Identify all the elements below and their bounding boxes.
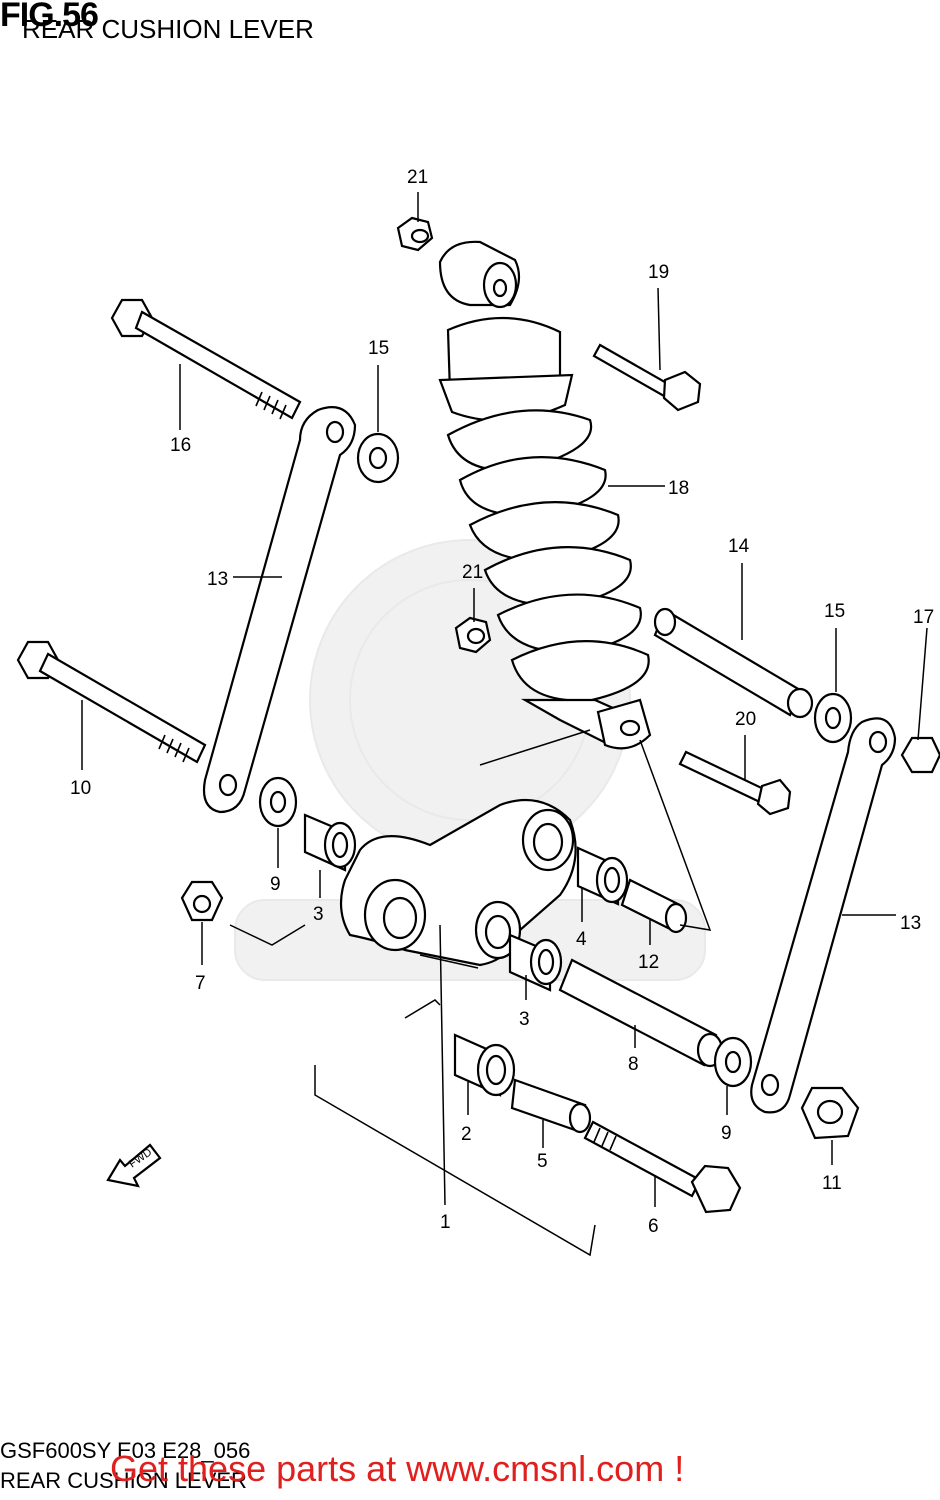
- callout-15: 15: [824, 601, 845, 622]
- nut-7: [180, 880, 224, 922]
- callout-7: 7: [195, 973, 206, 994]
- callout-15: 15: [368, 338, 389, 359]
- callout-12: 12: [638, 952, 659, 973]
- link-rod-13-right: [750, 717, 897, 1114]
- cushion-lever: [339, 798, 577, 967]
- bolt-19: [592, 343, 702, 412]
- washer-15-right: [813, 692, 853, 744]
- callout-20: 20: [735, 709, 756, 730]
- nut-11: [800, 1086, 860, 1140]
- washer-9-left: [258, 776, 298, 828]
- callout-10: 10: [70, 778, 91, 799]
- collar-14: [653, 607, 814, 719]
- callout-9: 9: [721, 1123, 732, 1144]
- callout-16: 16: [170, 435, 191, 456]
- washer-9-right: [713, 1036, 753, 1088]
- bolt-20: [678, 750, 792, 816]
- callout-5: 5: [537, 1151, 548, 1172]
- callout-6: 6: [648, 1216, 659, 1237]
- figure-number: FIG.56: [0, 0, 99, 34]
- callout-17: 17: [913, 607, 934, 628]
- bushing-2: [453, 1033, 516, 1097]
- arrow-left-icon: [106, 1143, 162, 1188]
- collar-8: [558, 958, 724, 1068]
- rear-shock-absorber: [438, 240, 652, 750]
- long-bolt-16: [110, 298, 302, 420]
- figure-title: REAR CUSHION LEVER: [22, 14, 314, 44]
- collar-5: [510, 1078, 592, 1134]
- footer-title: REAR CUSHION LEVER: [0, 1468, 247, 1493]
- nut-17: [900, 736, 940, 774]
- bushing-4: [576, 846, 629, 906]
- bolt-10: [16, 640, 207, 764]
- callout-21: 21: [462, 562, 483, 583]
- bolt-6: [583, 1120, 742, 1214]
- flange-nut-mid: [454, 616, 492, 654]
- callout-1: 1: [440, 1212, 451, 1233]
- callout-3: 3: [313, 904, 324, 925]
- callout-18: 18: [668, 478, 689, 499]
- callout-19: 19: [648, 262, 669, 283]
- buy-parts-link[interactable]: Get these parts at www.cmsnl.com !: [110, 1448, 685, 1489]
- fwd-direction-marker: FWD: [106, 1143, 162, 1188]
- callout-8: 8: [628, 1054, 639, 1075]
- flange-nut-top: [396, 216, 434, 252]
- callout-11: 11: [822, 1173, 842, 1194]
- callout-9: 9: [270, 874, 281, 895]
- callout-14: 14: [728, 536, 750, 557]
- link-rod-13-left: [202, 406, 357, 814]
- callout-13: 13: [207, 569, 228, 590]
- callout-3: 3: [519, 1009, 530, 1030]
- bushing-3-upper: [303, 813, 357, 872]
- model-code: GSF600SY E03 E28_056: [0, 1438, 251, 1463]
- callout-4: 4: [576, 929, 587, 950]
- callout-13: 13: [900, 913, 921, 934]
- callout-2: 2: [461, 1124, 472, 1145]
- assembly-bracket-lines: [229, 729, 712, 1257]
- callout-labels: 21 19 15 16 18 14 13 21 15 17 10 20 9 3 …: [70, 167, 934, 1237]
- callout-21: 21: [407, 167, 428, 188]
- bushing-3-lower: [508, 933, 563, 992]
- callout-leaders: [81, 192, 928, 1207]
- washer-15-top: [356, 432, 400, 484]
- collar-12: [620, 878, 688, 934]
